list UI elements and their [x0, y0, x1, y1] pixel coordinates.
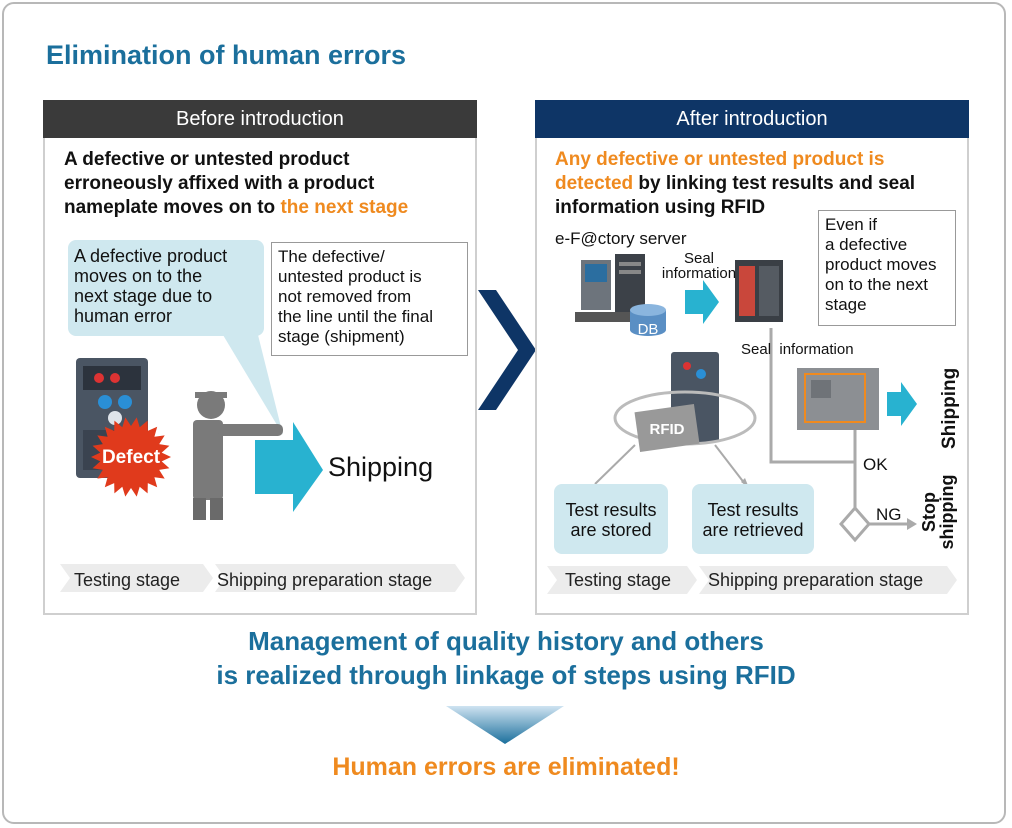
stop-shipping-label: Stop shipping	[919, 474, 957, 550]
defect-burst-icon	[91, 417, 171, 497]
person-icon	[193, 391, 283, 520]
rfid-tag-icon	[634, 404, 700, 452]
db-label: DB	[638, 321, 659, 338]
server-label: e-F@ctory server	[555, 229, 687, 248]
after-header: After introduction	[535, 100, 969, 138]
test-stored-box: Test results are stored	[554, 484, 668, 554]
after-illustration: DB RFID	[547, 254, 957, 594]
after-description: Any defective or untested product is det…	[555, 149, 916, 218]
transition-arrow-icon	[478, 290, 536, 410]
stage-bar	[547, 566, 957, 594]
after-shipping-arrow-icon	[887, 382, 917, 426]
ok-label: OK	[863, 455, 888, 474]
down-arrow-icon	[446, 706, 564, 744]
bubble-tail	[223, 335, 283, 435]
seal-info-mid: Seal information	[741, 341, 854, 358]
shipping-arrow-icon	[255, 422, 323, 512]
defect-label: Defect	[102, 447, 161, 468]
page-title: Elimination of human errors	[46, 40, 407, 70]
summary-text: Management of quality history and others…	[216, 626, 796, 690]
seal-link-line	[769, 328, 857, 464]
after-shipping-label: Shipping	[939, 367, 960, 449]
seal-info-arrow-icon	[685, 280, 719, 324]
before-stage-shipping-prep: Shipping preparation stage	[217, 570, 433, 590]
before-stage-testing: Testing stage	[74, 570, 181, 590]
test-retrieved-box: Test results are retrieved	[692, 484, 814, 554]
ng-label: NG	[876, 505, 902, 524]
rfid-label: RFID	[650, 421, 685, 438]
human-error-bubble: A defective product moves on to the next…	[68, 240, 264, 336]
before-header: Before introduction	[43, 100, 477, 138]
before-panel: Before introduction	[43, 100, 477, 615]
decision-diamond-icon	[839, 505, 871, 543]
database-icon	[630, 304, 666, 336]
after-note-box: Even if a defective product moves on to …	[818, 210, 956, 326]
after-stage-testing: Testing stage	[565, 570, 672, 590]
plc-icon	[735, 260, 783, 322]
seal-info-top: Seal information	[661, 250, 737, 282]
before-note-box: The defective/ untested product is not r…	[271, 242, 468, 356]
shipping-panel-icon	[797, 368, 879, 430]
result-text: Human errors are eliminated!	[332, 753, 680, 781]
before-description: A defective or untested product erroneou…	[64, 149, 409, 218]
before-illustration: Defect	[60, 335, 465, 592]
stage-bar	[60, 564, 465, 592]
after-stage-shipping-prep: Shipping preparation stage	[708, 570, 924, 590]
before-shipping-label: Shipping	[328, 452, 434, 482]
